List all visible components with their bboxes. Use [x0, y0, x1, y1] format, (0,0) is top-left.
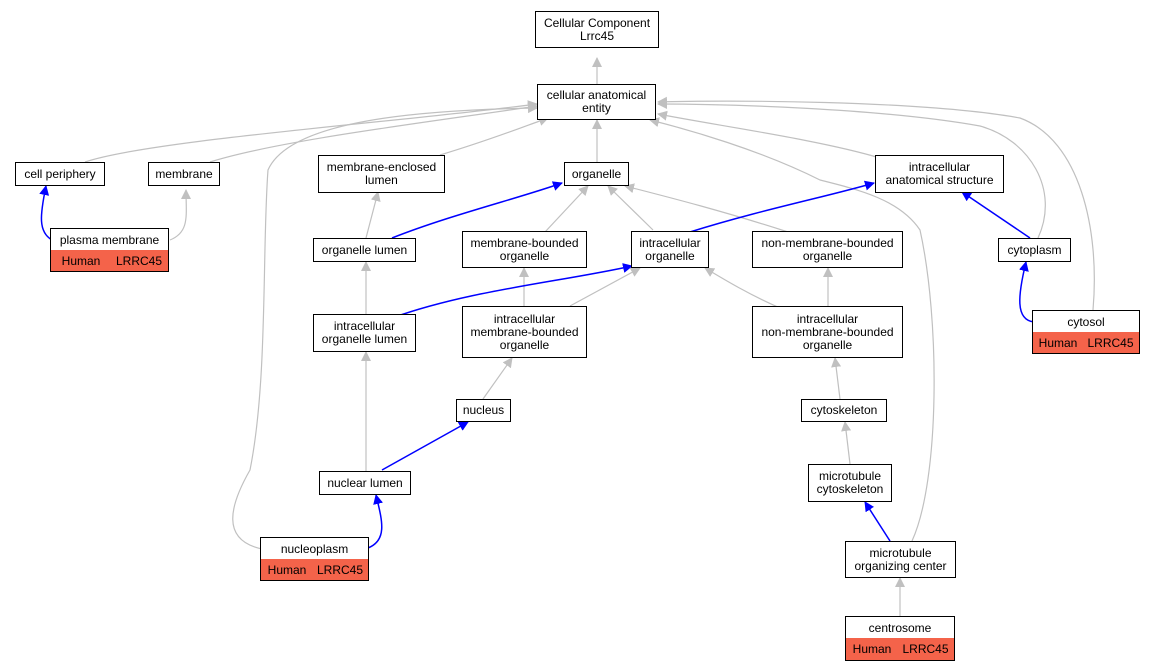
edge-io-organelle: [607, 185, 654, 231]
node-membrane[interactable]: membrane: [148, 162, 220, 186]
node-cytosol[interactable]: cytosol Human LRRC45: [1032, 310, 1140, 354]
node-microtubule-cytoskeleton[interactable]: microtubule cytoskeleton: [808, 464, 892, 502]
node-centrosome[interactable]: centrosome Human LRRC45: [845, 616, 955, 661]
node-cell-periphery[interactable]: cell periphery: [15, 162, 105, 186]
edge-iol-io-partof: [391, 263, 633, 319]
edge-cytoplasm-cae: [657, 99, 1046, 239]
gene-tag: LRRC45: [1082, 332, 1139, 353]
edge-io-ias-partof: [689, 180, 875, 233]
annotated-term-label: nucleoplasm: [261, 538, 368, 560]
node-organelle[interactable]: organelle: [564, 162, 629, 186]
edge-cellperiphery-cae: [84, 100, 538, 163]
node-intracellular-organelle-lumen[interactable]: intracellular organelle lumen: [313, 314, 416, 352]
edge-mtoc-mtcyto-partof: [864, 501, 891, 542]
species-tag: Human: [846, 638, 899, 660]
node-membrane-bounded-organelle[interactable]: membrane-bounded organelle: [462, 231, 587, 268]
edge-nuclearlumen-nucleus-partof: [381, 421, 469, 471]
node-intracellular-organelle[interactable]: intracellular organelle: [631, 231, 709, 268]
edge-mtcyto-cytoskeleton: [841, 421, 852, 465]
node-non-membrane-bounded-organelle[interactable]: non-membrane-bounded organelle: [752, 231, 903, 268]
node-plasma-membrane[interactable]: plasma membrane Human LRRC45: [50, 228, 169, 272]
edge-plasmamembrane-cellperiphery-partof: [39, 185, 53, 241]
edge-plasmamembrane-membrane: [169, 189, 192, 241]
node-intracellular-anatomical-structure[interactable]: intracellular anatomical structure: [875, 155, 1004, 193]
edge-nmbo-organelle: [624, 183, 789, 233]
node-nuclear-lumen[interactable]: nuclear lumen: [319, 471, 411, 495]
node-nucleoplasm[interactable]: nucleoplasm Human LRRC45: [260, 537, 369, 581]
edge-nucleoplasm-cae: [232, 103, 538, 550]
edge-nucleoplasm-nuclearlumen-partof: [367, 494, 383, 549]
node-organelle-lumen[interactable]: organelle lumen: [313, 238, 416, 262]
node-membrane-enclosed-lumen[interactable]: membrane-enclosed lumen: [318, 155, 445, 193]
edge-mtoc-cae: [649, 117, 935, 542]
species-tag: Human: [51, 250, 112, 271]
node-root[interactable]: Cellular Component Lrrc45: [535, 11, 659, 48]
edge-cytosol-cae: [657, 96, 1095, 311]
node-cellular-anatomical-entity[interactable]: cellular anatomical entity: [537, 84, 656, 120]
edge-cytosol-cytoplasm-partof: [1019, 261, 1035, 323]
species-tag: Human: [261, 559, 314, 580]
node-cytoplasm[interactable]: cytoplasm: [998, 238, 1071, 262]
annotated-term-label: plasma membrane: [51, 229, 168, 251]
edge-mbo-organelle: [544, 185, 589, 233]
gene-tag: LRRC45: [110, 250, 168, 271]
edge-organellelumen-organelle-partof: [391, 181, 563, 239]
gene-tag: LRRC45: [897, 638, 954, 660]
node-intracellular-non-membrane-bounded-organelle[interactable]: intracellular non-membrane-bounded organ…: [752, 306, 903, 358]
edge-membrane-cae: [209, 102, 538, 163]
annotated-term-label: centrosome: [846, 617, 954, 639]
node-microtubule-organizing-center[interactable]: microtubule organizing center: [845, 541, 956, 578]
node-intracellular-membrane-bounded-organelle[interactable]: intracellular membrane-bounded organelle: [462, 306, 587, 358]
annotated-term-label: cytosol: [1033, 311, 1139, 333]
edge-cytoskeleton-inmbo: [831, 357, 842, 400]
edge-organellelumen-mel: [365, 191, 381, 239]
node-nucleus[interactable]: nucleus: [456, 399, 511, 422]
species-tag: Human: [1033, 332, 1084, 353]
edge-imbo-io: [569, 267, 641, 307]
edge-inmbo-io: [704, 267, 781, 309]
gene-tag: LRRC45: [312, 559, 368, 580]
edge-ias-cae: [657, 110, 881, 159]
edge-mel-cae: [439, 116, 549, 156]
edge-nucleus-imbo: [482, 357, 513, 400]
edge-cytoplasm-ias-partof: [961, 191, 1031, 239]
node-cytoskeleton[interactable]: cytoskeleton: [801, 399, 887, 422]
